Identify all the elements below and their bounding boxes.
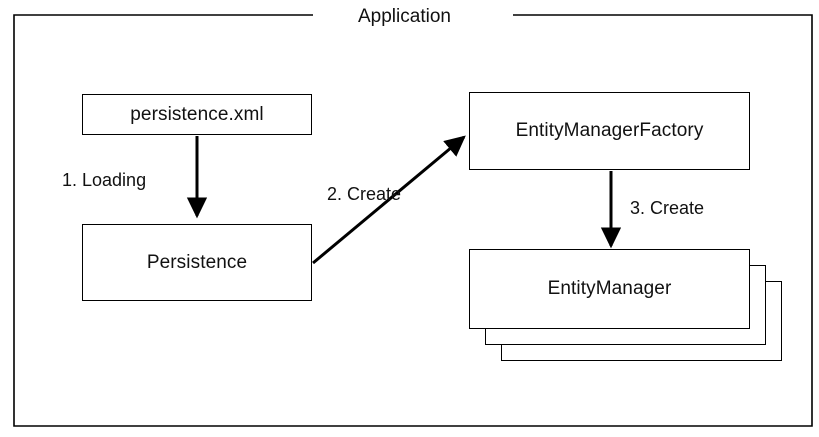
node-entity-manager-label: EntityManager [547, 278, 672, 299]
node-entity-manager-factory[interactable]: EntityManagerFactory [469, 92, 750, 170]
node-persistence-xml[interactable]: persistence.xml [82, 94, 312, 135]
application-container-title: Application [352, 6, 457, 28]
node-persistence-label: Persistence [146, 251, 248, 273]
edge-label-create-entity-manager-factory: 2. Create [327, 184, 402, 204]
node-entity-manager-factory-label: EntityManagerFactory [515, 120, 704, 141]
edge-label-loading: 1. Loading [62, 170, 147, 190]
node-persistence[interactable]: Persistence [82, 224, 312, 301]
edge-label-create-entity-manager: 3. Create [630, 198, 705, 218]
arrow-create-entity-manager-factory [312, 135, 466, 265]
node-persistence-xml-label: persistence.xml [130, 103, 264, 125]
node-entity-manager[interactable]: EntityManager [469, 249, 750, 329]
application-container-border [13, 14, 813, 427]
